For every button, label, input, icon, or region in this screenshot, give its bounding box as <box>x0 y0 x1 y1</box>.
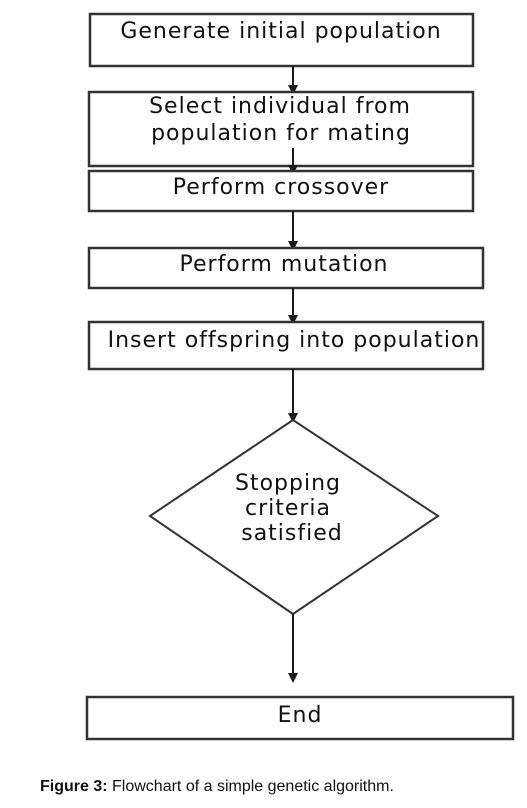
step-label-2-line-1: Select individual from <box>149 94 411 119</box>
end-box <box>85 695 515 741</box>
figure-caption-text: Flowchart of a simple genetic algorithm. <box>112 778 394 795</box>
step-box-2 <box>87 90 475 168</box>
decision-label-line-3: satisfied <box>241 521 343 546</box>
step-label-4: Perform mutation <box>180 252 389 277</box>
flowchart: Generate initial population Select indiv… <box>85 12 515 741</box>
step-label-3: Perform crossover <box>173 175 389 200</box>
step-label-2: Select individual from population for ma… <box>149 94 419 146</box>
figure-caption: Figure 3: Flowchart of a simple genetic … <box>40 778 394 796</box>
step-label-5: Insert offspring into population <box>108 328 481 353</box>
step-box-3 <box>87 169 475 213</box>
step-box-4 <box>87 246 485 290</box>
decision-label-line-2: criteria <box>245 496 331 521</box>
figure-number: Figure 3: <box>40 778 108 795</box>
step-label-2-line-2: population for mating <box>151 121 411 146</box>
decision-label: Stopping criteria satisfied <box>235 471 349 546</box>
decision-label-line-1: Stopping <box>235 471 341 496</box>
end-label: End <box>278 703 323 728</box>
step-label-1: Generate initial population <box>120 19 441 44</box>
step-box-5 <box>87 320 485 371</box>
step-box-1 <box>88 12 475 68</box>
